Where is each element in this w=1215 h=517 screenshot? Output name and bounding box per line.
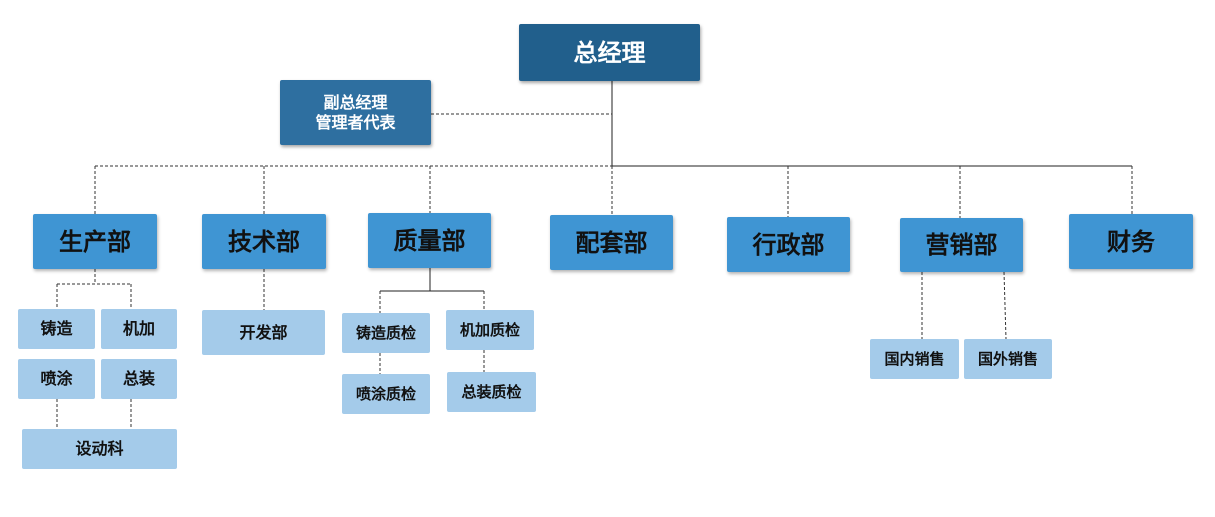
unit-casting-label: 铸造 (40, 319, 73, 338)
unit-assembly-qc-box: 总装质检 (447, 372, 536, 412)
unit-casting-qc-label: 铸造质检 (355, 323, 416, 342)
connector-marketing-right (1003, 271, 1007, 340)
unit-machining-qc-box: 机加质检 (446, 310, 534, 350)
dept-quality-box: 质量部 (368, 213, 491, 268)
dept-marketing-label: 营销部 (925, 231, 998, 259)
dept-supply-label: 配套部 (575, 228, 648, 257)
dept-production-label: 生产部 (59, 227, 131, 256)
dept-quality-label: 质量部 (393, 226, 466, 255)
unit-machining-label: 机加 (122, 319, 155, 338)
management-representative-label: 管理者代表 (315, 112, 396, 132)
dept-technology-box: 技术部 (202, 214, 326, 269)
dept-finance-box: 财务 (1069, 214, 1193, 269)
general-manager-box: 总经理 (519, 24, 700, 81)
unit-spraying-qc-label: 喷涂质检 (355, 384, 416, 403)
unit-casting-box: 铸造 (18, 309, 95, 349)
unit-domestic-sales-label: 国内销售 (884, 349, 945, 368)
unit-equipment-box: 设动科 (22, 429, 177, 469)
dept-marketing-box: 营销部 (900, 218, 1023, 272)
unit-assembly-box: 总装 (101, 359, 177, 399)
unit-development-box: 开发部 (202, 310, 325, 355)
dept-production-box: 生产部 (33, 214, 157, 269)
unit-machining-qc-label: 机加质检 (459, 320, 520, 339)
unit-spraying-label: 喷涂 (40, 369, 73, 388)
unit-spraying-qc-box: 喷涂质检 (342, 374, 430, 414)
dept-supply-box: 配套部 (550, 215, 673, 270)
unit-assembly-label: 总装 (122, 369, 155, 388)
unit-foreign-sales-label: 国外销售 (977, 349, 1038, 368)
unit-spraying-box: 喷涂 (18, 359, 95, 399)
unit-equipment-label: 设动科 (75, 439, 124, 458)
unit-development-label: 开发部 (239, 322, 288, 342)
dept-finance-label: 财务 (1107, 227, 1155, 256)
unit-machining-box: 机加 (101, 309, 177, 349)
dept-technology-label: 技术部 (228, 227, 300, 256)
dept-admin-label: 行政部 (752, 230, 825, 259)
vice-manager-label: 副总经理 (323, 92, 388, 112)
unit-assembly-qc-label: 总装质检 (461, 382, 522, 401)
unit-domestic-sales-box: 国内销售 (870, 339, 959, 379)
unit-foreign-sales-box: 国外销售 (964, 339, 1052, 379)
vice-manager-box: 副总经理 管理者代表 (280, 80, 431, 145)
general-manager-label: 总经理 (573, 38, 646, 67)
unit-casting-qc-box: 铸造质检 (342, 313, 430, 353)
dept-admin-box: 行政部 (727, 217, 850, 272)
